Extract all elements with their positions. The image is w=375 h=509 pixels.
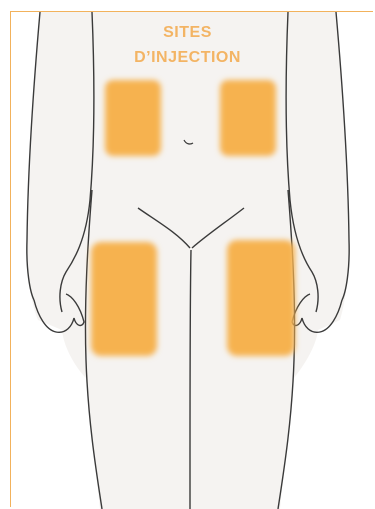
- injection-site-upper-left: [105, 80, 161, 156]
- injection-site-right-thigh: [227, 240, 295, 356]
- title-line-1: SITES: [0, 20, 375, 45]
- title-line-2: D’INJECTION: [0, 45, 375, 70]
- injection-site-left-thigh: [91, 242, 157, 356]
- body-silhouette: [27, 12, 348, 509]
- diagram-title: SITES D’INJECTION: [0, 20, 375, 70]
- injection-site-upper-right: [220, 80, 276, 156]
